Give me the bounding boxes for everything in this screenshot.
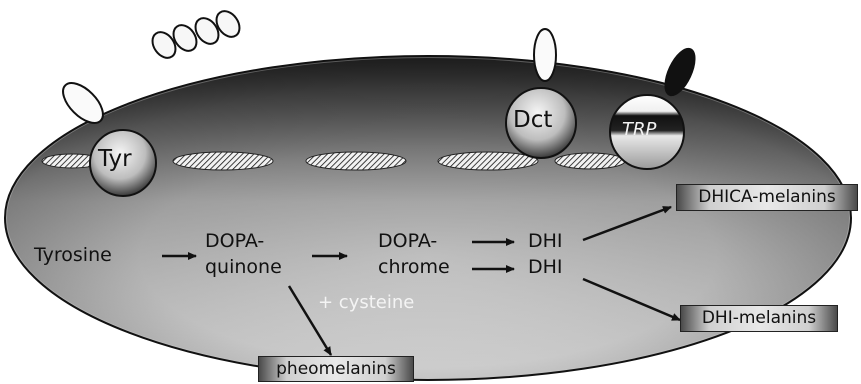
cysteine-label: + cysteine	[318, 292, 414, 313]
dopaquinone-label-line1: DOPA-	[205, 230, 264, 252]
dhi-top-label: DHI	[528, 230, 563, 252]
dhi-melanins-box: DHI-melanins	[680, 305, 838, 332]
dhica-melanins-box: DHICA-melanins	[676, 184, 858, 211]
tyr-label: Tyr	[98, 146, 132, 172]
tyrosine-label: Tyrosine	[34, 244, 112, 266]
dopachrome-label-line1: DOPA-	[378, 230, 437, 252]
dct-anchor	[534, 29, 556, 81]
trp-label: TRP	[622, 119, 656, 140]
dct-label: Dct	[513, 107, 552, 133]
membrane-projections	[148, 7, 244, 62]
dhi-bottom-label: DHI	[528, 256, 563, 278]
pheomelanins-box: pheomelanins	[258, 356, 414, 382]
dopaquinone-label-line2: quinone	[205, 256, 282, 278]
dopachrome-label-line2: chrome	[378, 256, 450, 278]
